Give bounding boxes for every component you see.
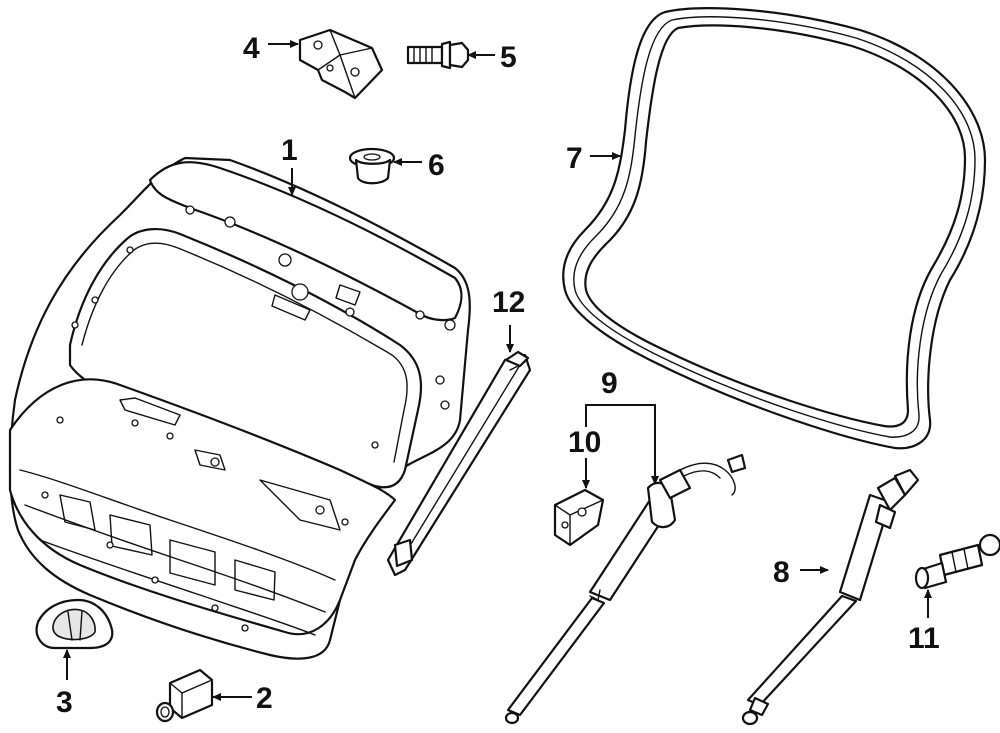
callout-9: 9 [601,367,618,400]
gas-strut-part [741,468,920,726]
molding-part [386,350,532,577]
callout-6: 6 [428,149,445,182]
callout-7: 7 [566,142,583,175]
callout-labels: 1 2 3 4 5 6 7 8 9 10 11 12 [56,32,940,719]
callout-1: 1 [281,134,298,167]
power-liftgate-strut-part [504,453,747,725]
callout-12: 12 [492,286,525,319]
hinge-part [298,28,384,100]
leader-lines [63,40,932,701]
callout-4: 4 [243,32,260,65]
liftgate-part [8,156,471,660]
callout-8: 8 [773,556,790,589]
nut-part [348,147,396,185]
handle-base-part [35,598,114,650]
gas-strut-bracket-part [553,488,605,547]
callout-10: 10 [568,426,601,459]
bolt-part [406,40,470,70]
callout-3: 3 [56,686,73,719]
callout-11: 11 [908,622,940,655]
weatherstrip-part [562,7,987,450]
ball-stud-part [914,533,1000,590]
bumper-stop-part [155,668,214,723]
callout-2: 2 [256,682,273,715]
callout-5: 5 [500,41,517,74]
